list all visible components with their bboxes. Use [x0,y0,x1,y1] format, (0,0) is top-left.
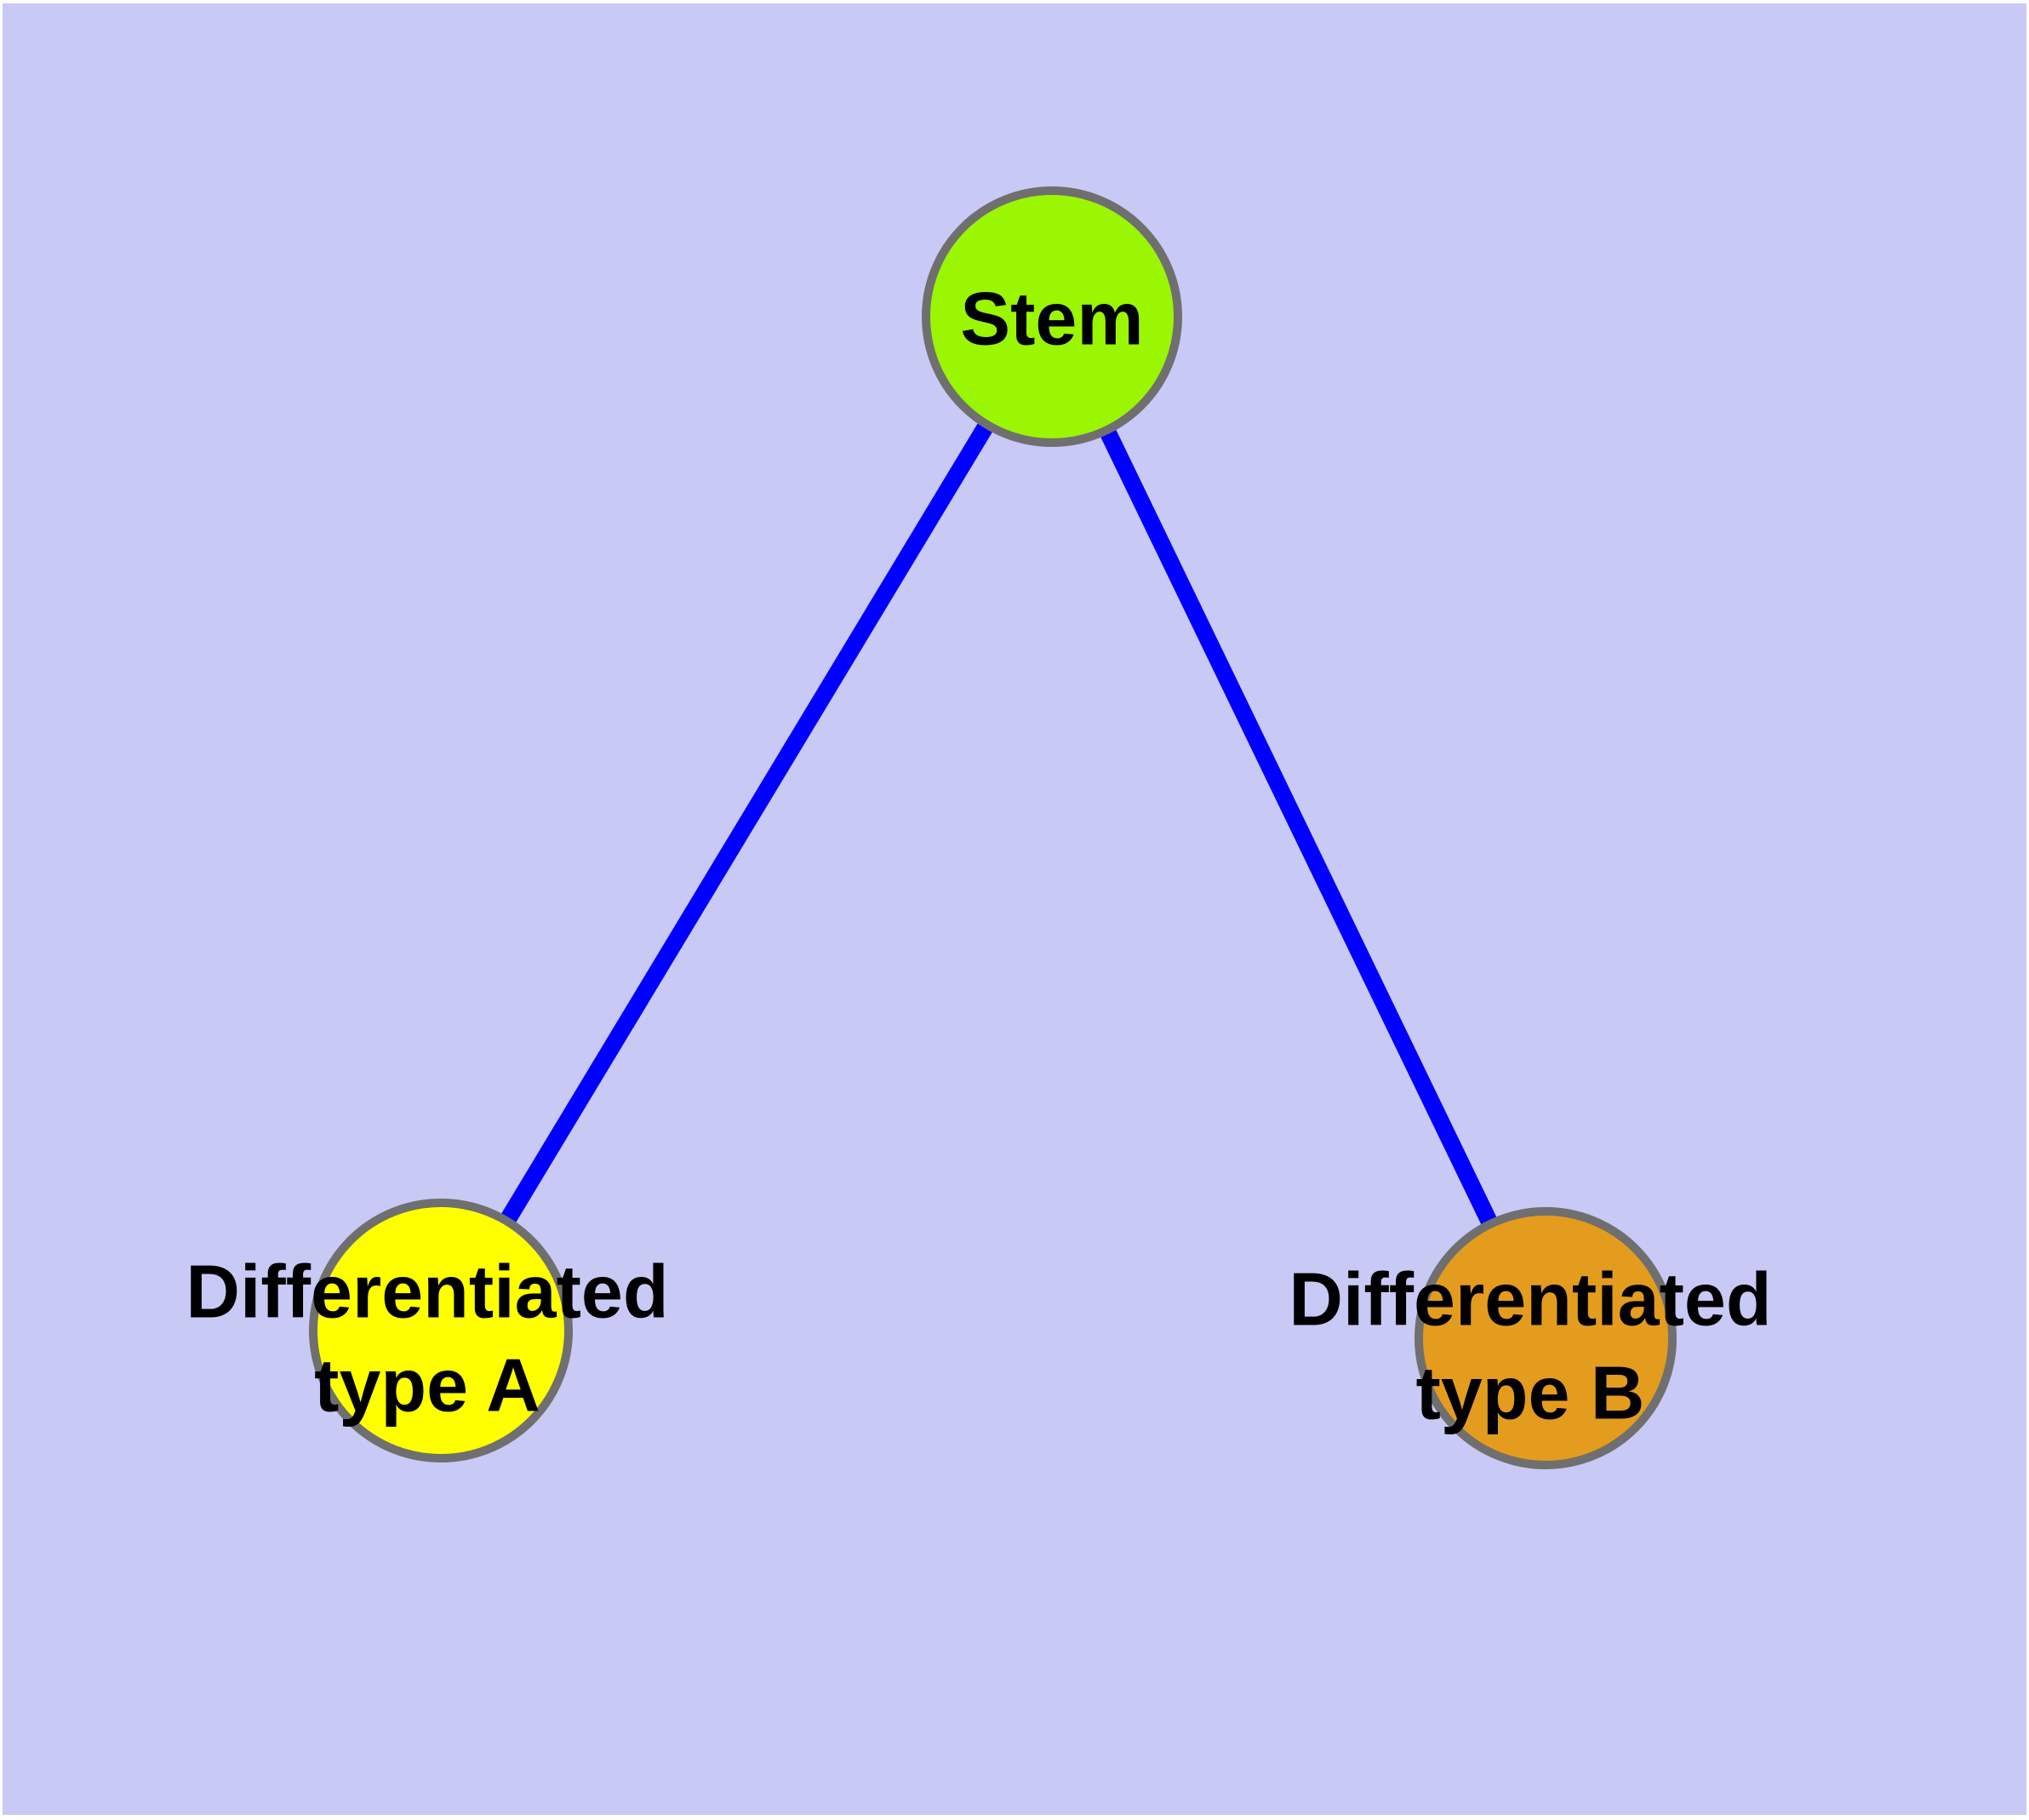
edge-stem-to-type-a [432,308,1060,1339]
node-group [309,186,1677,1469]
edge-group [432,308,1554,1347]
node-stem [922,186,1182,447]
edge-stem-to-type-b [1043,308,1554,1347]
node-differentiated-type-b [1415,1207,1677,1469]
node-type-b-label-line2: type B [1416,1351,1645,1435]
node-type-a-label-line2: type A [314,1343,540,1428]
node-differentiated-type-a [309,1199,573,1462]
node-type-b-label-line1: Differentiated [1289,1257,1771,1342]
node-type-a-label-line1: Differentiated [186,1250,668,1334]
node-stem-label: Stem [960,277,1143,361]
label-group: Stem Differentiated type A Differentiate… [186,277,1771,1435]
